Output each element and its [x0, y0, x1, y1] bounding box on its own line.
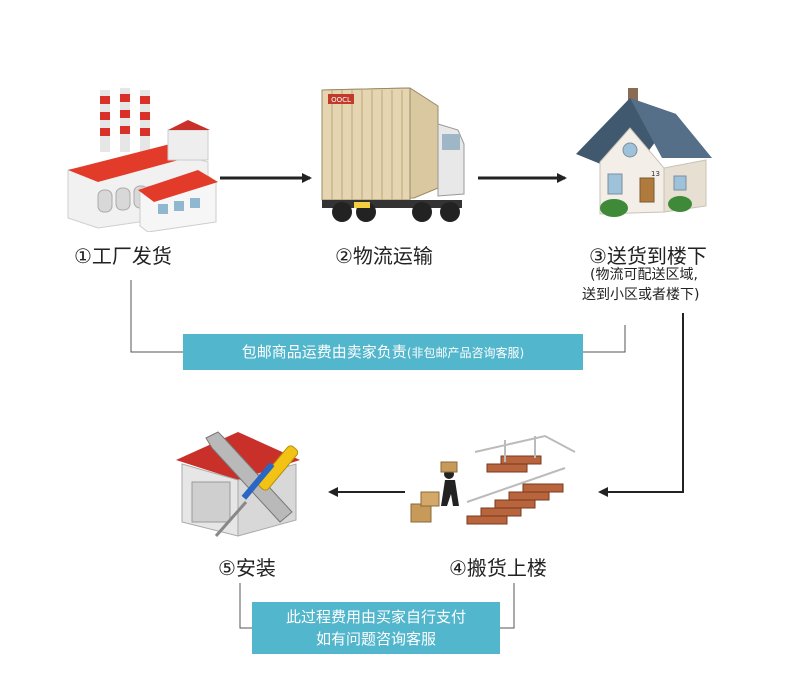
install-line-2: 如有问题咨询客服 — [315, 630, 436, 648]
shipping-fee-banner: 包邮商品运费由卖家负责(非包邮产品咨询客服) — [183, 334, 583, 370]
tools-garage-icon — [176, 431, 300, 537]
install-fee-banner: 此过程费用由买家自行支付 如有问题咨询客服 — [252, 602, 500, 654]
stairs-mover-icon — [410, 434, 576, 525]
step-3-label: ③送货到楼下 — [589, 244, 707, 268]
arrow-house-to-stairs — [600, 313, 684, 493]
bracket-shipping — [130, 280, 183, 353]
shipping-main-text: 包邮商品运费由卖家负责 — [241, 343, 407, 361]
step-5-label: ⑤安装 — [218, 556, 276, 580]
factory-icon — [67, 88, 218, 232]
step-3-note-1: (物流可配送区域, — [590, 267, 698, 283]
step-4-label: ④搬货上楼 — [449, 556, 547, 580]
truck-icon: OOCL — [321, 87, 465, 222]
install-line-1: 此过程费用由买家自行支付 — [285, 608, 466, 626]
step-1-label: ①工厂发货 — [74, 244, 172, 268]
step-3-note-2: 送到小区或者楼下) — [582, 287, 700, 303]
house-icon: 13 — [576, 88, 712, 217]
step-2-label: ②物流运输 — [335, 244, 433, 268]
bracket-install — [239, 583, 252, 629]
house-number: 13 — [651, 170, 660, 178]
shipping-note-text: (非包邮产品咨询客服) — [406, 346, 525, 360]
truck-logo: OOCL — [331, 96, 351, 104]
